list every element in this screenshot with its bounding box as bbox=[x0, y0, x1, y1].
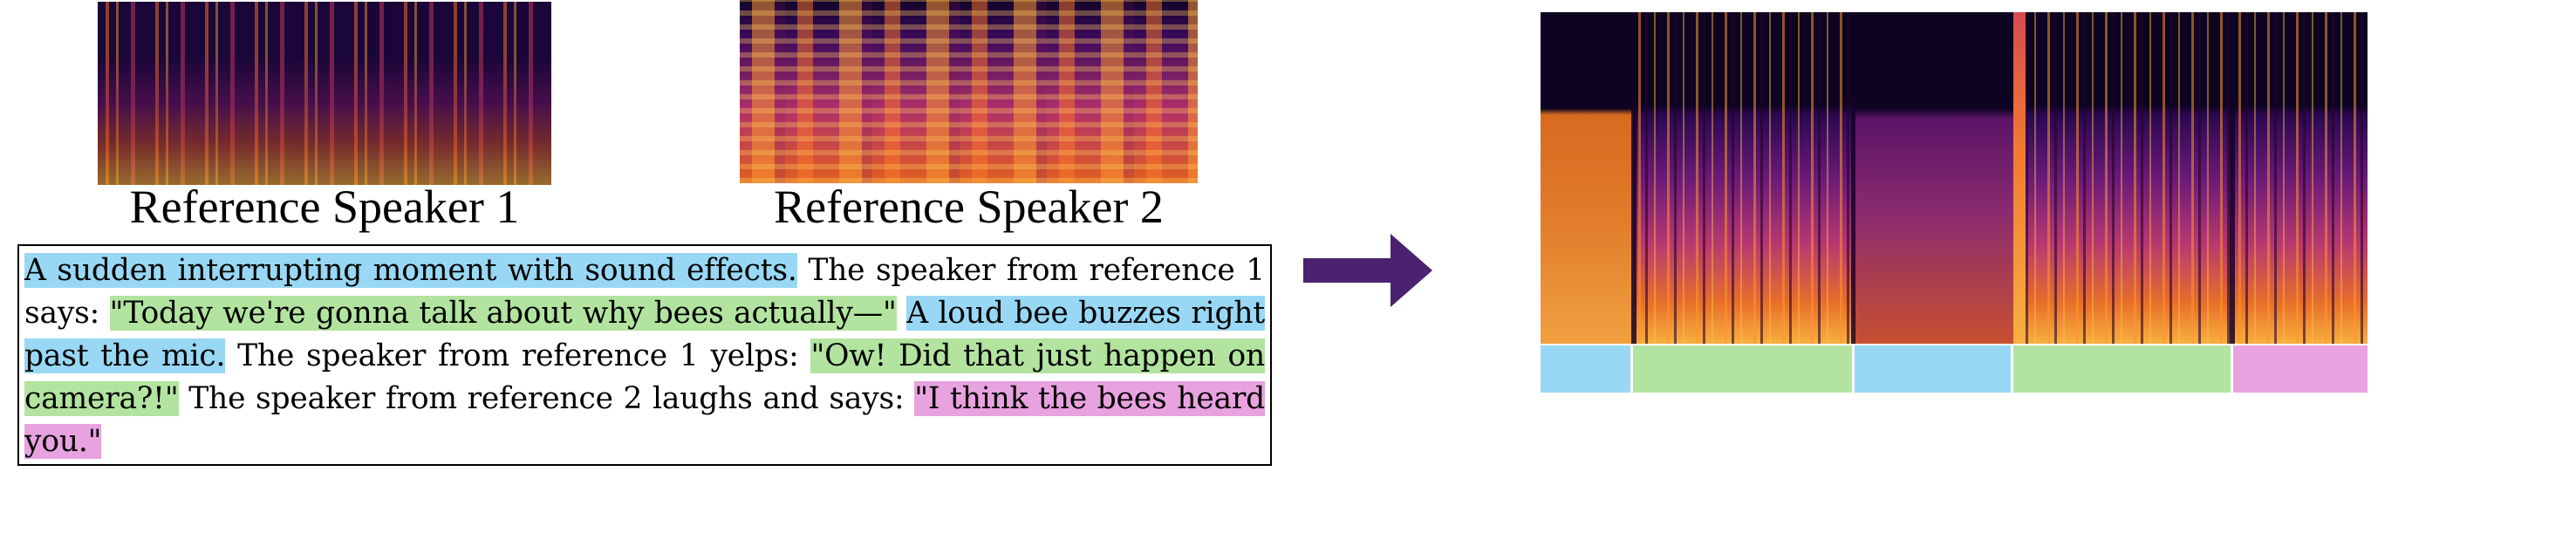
reference-speaker-1-label: Reference Speaker 1 bbox=[129, 181, 520, 233]
right-arrow-icon bbox=[1303, 234, 1432, 307]
output-segment-speech1-4 bbox=[2013, 345, 2231, 393]
script-segment-plain-3: The speaker from reference 1 yelps: bbox=[225, 338, 811, 373]
output-segment-sound-1 bbox=[1541, 345, 1631, 393]
script-segment-sound-1: A sudden interrupting moment with sound … bbox=[24, 253, 797, 288]
output-segment-speech2-5 bbox=[2233, 345, 2368, 393]
reference-speaker-1-spectrogram bbox=[98, 2, 551, 185]
script-text: A sudden interrupting moment with sound … bbox=[24, 249, 1265, 463]
script-segment-speech-1: "Today we're gonna talk about why bees a… bbox=[109, 296, 897, 331]
script-segment-plain-2 bbox=[897, 296, 907, 331]
reference-speaker-2-label: Reference Speaker 2 bbox=[774, 181, 1164, 233]
generated-audio-spectrogram bbox=[1541, 12, 2368, 344]
reference-speaker-2-spectrogram bbox=[740, 0, 1198, 183]
output-segment-sound-3 bbox=[1855, 345, 2012, 393]
script-segment-plain-4: The speaker from reference 2 laughs and … bbox=[178, 381, 915, 416]
script-segment-plain-1: The speaker from reference 1 says: bbox=[24, 253, 1265, 331]
script-box: A sudden interrupting moment with sound … bbox=[17, 244, 1272, 466]
output-segment-speech1-2 bbox=[1633, 345, 1853, 393]
